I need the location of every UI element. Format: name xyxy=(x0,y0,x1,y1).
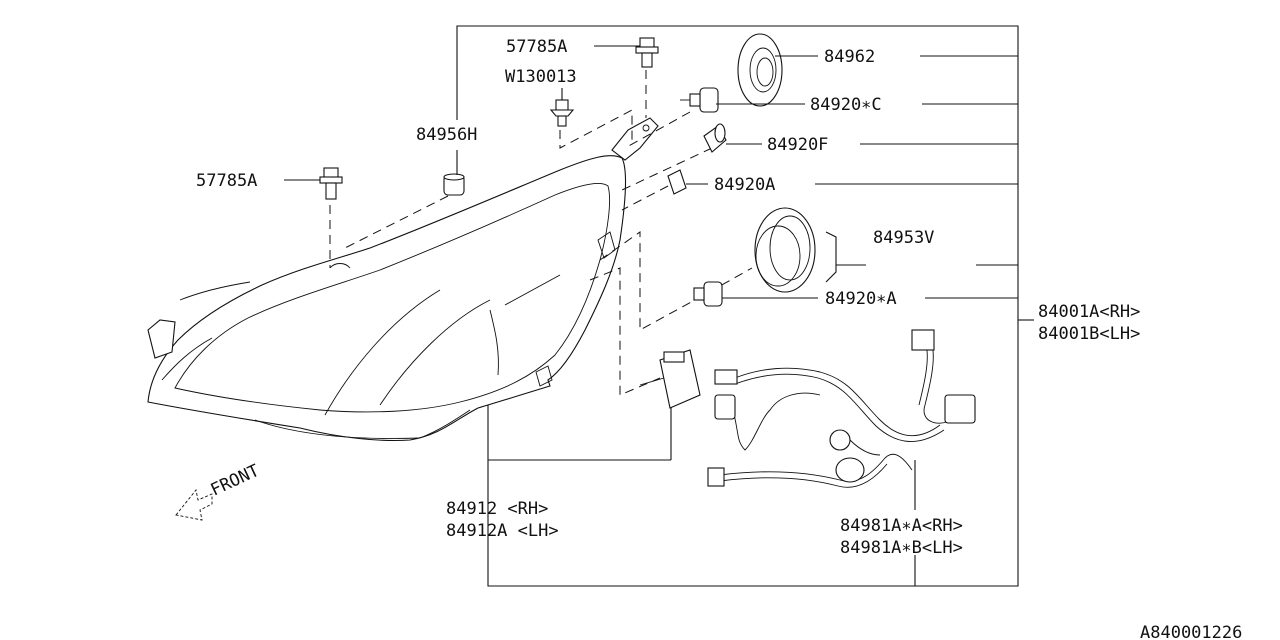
label-leaders xyxy=(284,45,1018,299)
wiring-harness-84981a xyxy=(707,329,976,488)
clip-w130013 xyxy=(549,99,575,127)
label-84953v: 84953V xyxy=(873,228,934,248)
label-84981a-b: 84981A∗B<LH> xyxy=(840,538,963,558)
label-57785a-top: 57785A xyxy=(506,37,567,57)
label-84920c: 84920∗C xyxy=(810,95,882,115)
label-w130013: W130013 xyxy=(505,67,577,87)
front-arrow xyxy=(175,488,213,521)
label-84956h: 84956H xyxy=(416,125,477,145)
label-84920f: 84920F xyxy=(767,135,828,155)
bulb-84920-a xyxy=(693,281,723,307)
label-84001b: 84001B<LH> xyxy=(1038,324,1140,344)
dashed-leaders xyxy=(329,70,753,396)
label-84001a: 84001A<RH> xyxy=(1038,302,1140,322)
cap-84956h xyxy=(443,173,465,196)
bulb-84920f xyxy=(703,123,727,153)
label-57785a-left: 57785A xyxy=(196,171,257,191)
label-84962: 84962 xyxy=(824,47,875,67)
label-84912: 84912 <RH> xyxy=(446,499,548,519)
label-84920a: 84920A xyxy=(714,175,775,195)
bulb-84920c xyxy=(680,87,719,113)
leveling-actuator-84912 xyxy=(639,349,701,409)
diagram-id: A840001226 xyxy=(1140,623,1242,640)
bulb-84920a xyxy=(667,169,687,195)
bolt-57785a-left xyxy=(319,167,343,200)
headlamp-housing xyxy=(147,117,659,442)
label-84981a-a: 84981A∗A<RH> xyxy=(840,516,963,536)
cover-84962 xyxy=(737,33,783,107)
assembly-bracket xyxy=(456,25,1034,587)
label-84912a: 84912A <LH> xyxy=(446,521,559,541)
bolt-57785a-top xyxy=(635,37,659,68)
label-front: FRONT xyxy=(208,461,263,501)
label-84920-a: 84920∗A xyxy=(825,289,897,309)
cover-84953v xyxy=(754,207,816,293)
